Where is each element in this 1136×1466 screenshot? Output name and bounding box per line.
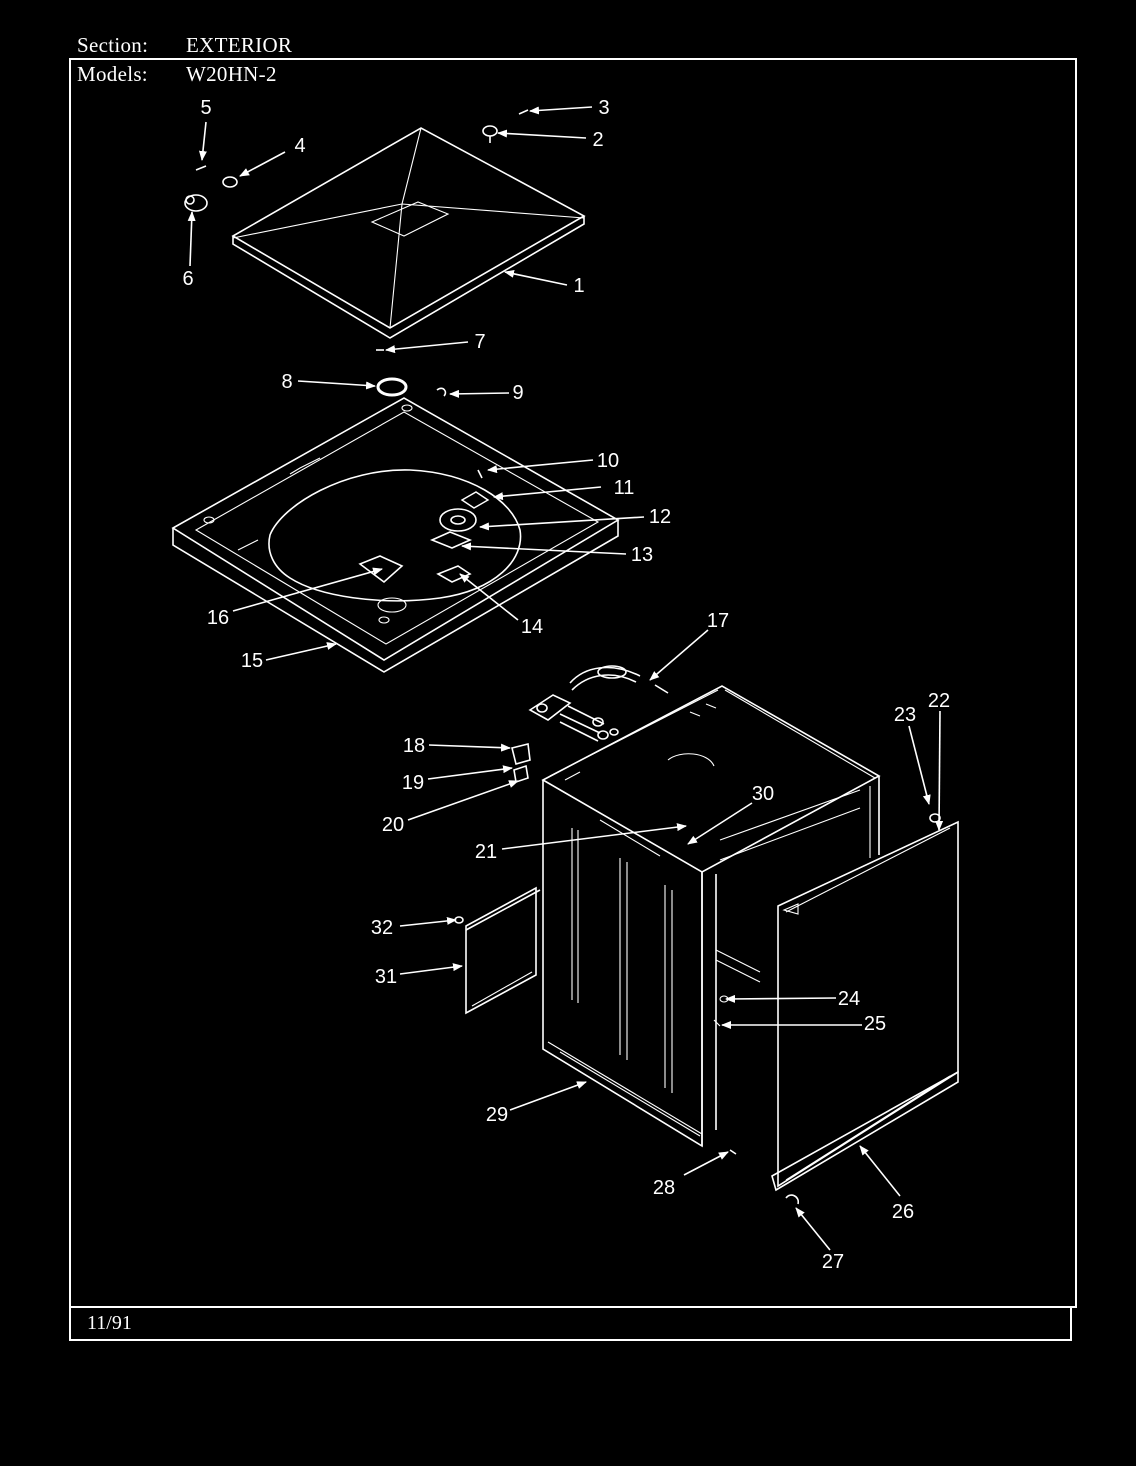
callout-10: 10	[597, 450, 619, 472]
callout-29: 29	[486, 1104, 508, 1126]
callout-17: 17	[707, 610, 729, 632]
callout-13: 13	[631, 544, 653, 566]
callout-12: 12	[649, 506, 671, 528]
callout-4: 4	[294, 135, 305, 157]
callout-24: 24	[838, 988, 860, 1010]
leader-lines	[187, 106, 944, 1251]
callout-26: 26	[892, 1201, 914, 1223]
callout-6: 6	[182, 268, 193, 290]
callout-11: 11	[614, 477, 635, 499]
callout-32: 32	[371, 917, 393, 939]
models-value: W20HN-2	[186, 62, 277, 86]
callout-28: 28	[653, 1177, 675, 1199]
callout-25: 25	[864, 1013, 886, 1035]
lid-hardware	[184, 109, 529, 351]
footer-box: 11/91	[69, 1306, 1072, 1341]
gasket-ring	[376, 377, 408, 397]
models-label: Models:	[77, 62, 148, 86]
callout-31: 31	[375, 966, 397, 988]
callout-18: 18	[403, 735, 425, 757]
callout-labels: 5 3 2 4 6 1 7 8 9 10 11 12 13 14 16 15 1…	[182, 97, 950, 1273]
service-panel-part	[454, 886, 537, 1015]
hose-assembly	[528, 665, 669, 742]
section-value: EXTERIOR	[186, 33, 293, 57]
callout-15: 15	[241, 650, 263, 672]
callout-20: 20	[382, 814, 404, 836]
callout-22: 22	[928, 690, 950, 712]
callout-21: 21	[475, 841, 497, 863]
callout-5: 5	[200, 97, 211, 119]
callout-19: 19	[402, 772, 424, 794]
callout-14: 14	[521, 616, 543, 638]
footer-date: 11/91	[87, 1312, 132, 1334]
callout-16: 16	[207, 607, 229, 629]
bracket-parts	[511, 743, 531, 784]
lid-part	[231, 127, 586, 339]
cabinet-part	[541, 685, 881, 1148]
section-label: Section:	[77, 33, 149, 57]
callout-8: 8	[281, 371, 292, 393]
top-panel-part	[171, 397, 620, 673]
callout-27: 27	[822, 1251, 844, 1273]
clip-part	[436, 387, 447, 397]
rear-panel-part	[729, 813, 959, 1205]
callout-23: 23	[894, 704, 916, 726]
callout-7: 7	[474, 331, 485, 353]
callout-1: 1	[573, 275, 584, 297]
callout-3: 3	[598, 97, 609, 119]
callout-30: 30	[752, 783, 774, 805]
callout-9: 9	[512, 382, 523, 404]
callout-2: 2	[592, 129, 603, 151]
